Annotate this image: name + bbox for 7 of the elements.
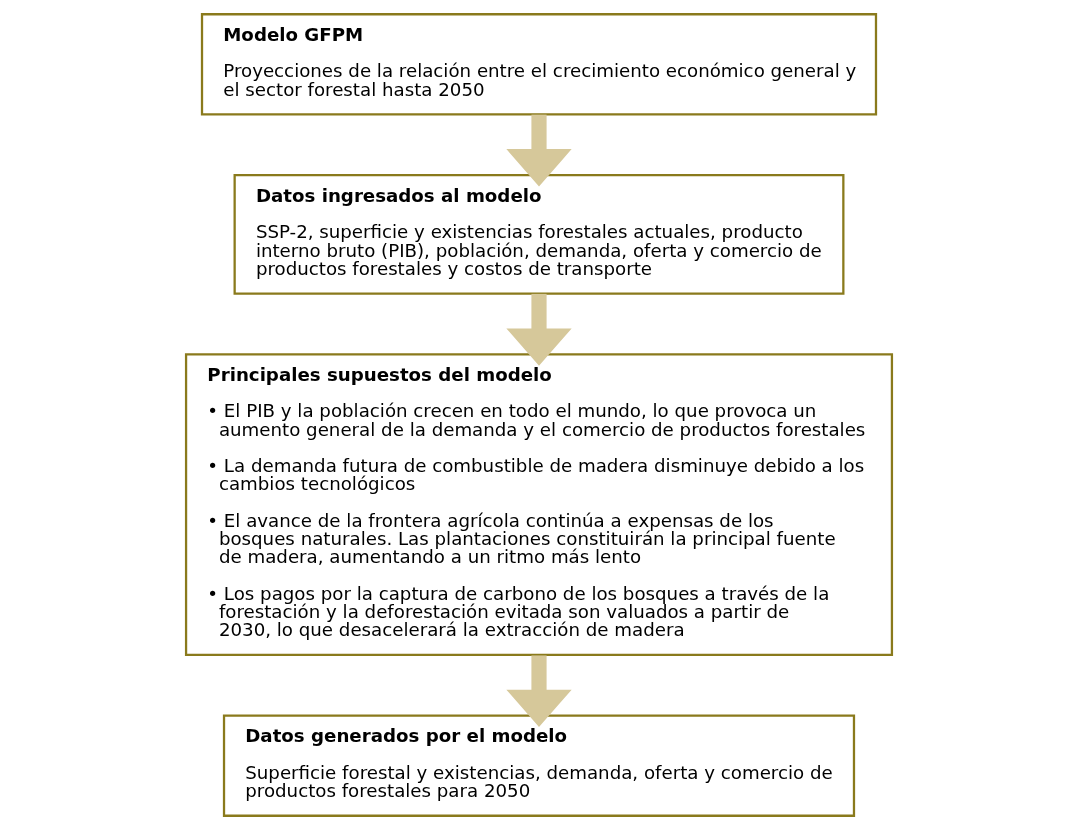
node-box: Datos generados por el modelo Superficie forestal y existencias, demanda, oferta y comercio de productos forestales para 2050 [222,714,855,817]
node-box: Principales supuestos del modelo • El PIB y la población crecen en todo el mundo, lo que provoca un aumento general de la demanda y el comercio de productos forestales • La demanda futura de combustible de madera disminuye debido a los cambios tecnológicos • El avance de la frontera agrícola continúa a expensas de los bosques naturales. Las plantaciones constituirán la principal fuente de madera, aumentando a un ritmo más lento • Los pagos por la captura de carbono de los bosques a través de la forestación y la deforestación evitada son valuados a partir de 2030, lo que desacelerará la extracción de madera [184,353,893,656]
arrow [505,114,572,187]
arrow [505,655,572,727]
node-box: Datos ingresados al modelo SSP-2, superficie y existencias forestales actuales, producto interno bruto (PIB), población, demanda, oferta y comercio de productos forestales y costos de transporte [233,174,844,295]
node-box: Modelo GFPM Proyecciones de la relación entre el crecimiento económico general y el sector forestal hasta 2050 [200,13,877,116]
arrow [505,293,572,366]
